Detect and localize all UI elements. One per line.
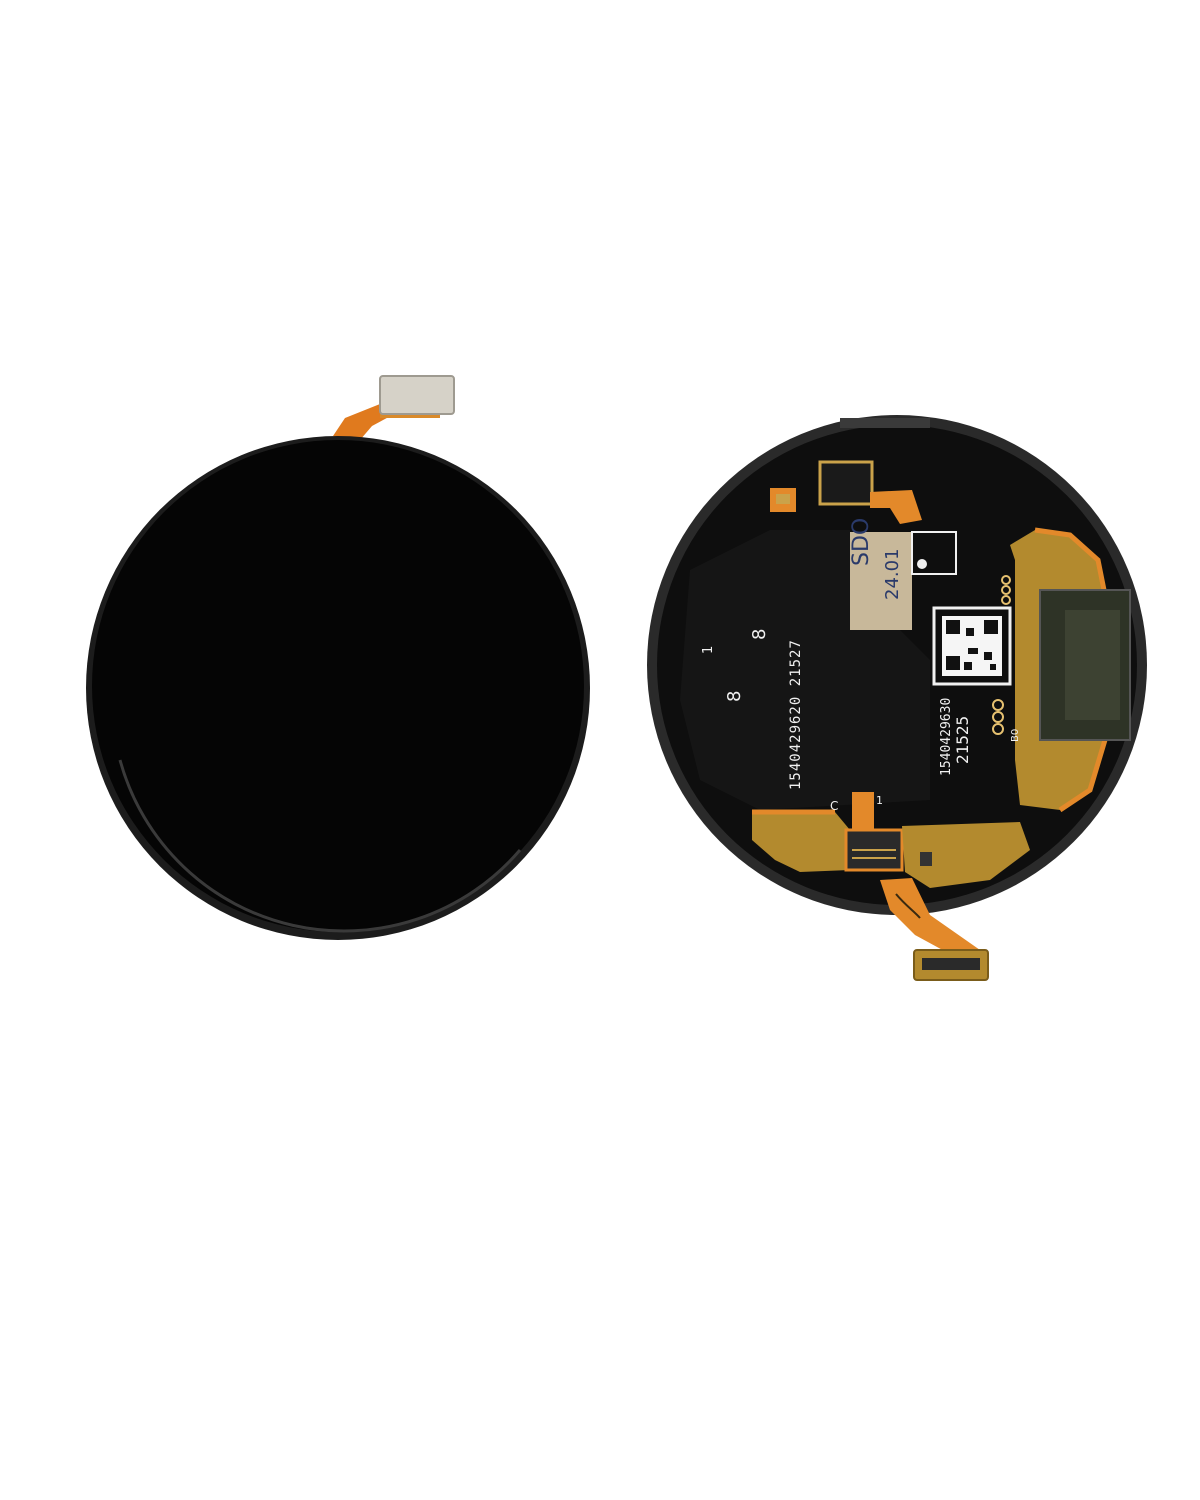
center-connector-pins: [852, 849, 896, 859]
mark-eight-top: 8: [749, 629, 770, 640]
top-left-pad-core: [776, 494, 790, 504]
mark-b0: B0: [1010, 729, 1021, 742]
top-notch: [840, 418, 930, 428]
front-screen-panel: [92, 440, 584, 932]
mark-one-left: 1: [701, 646, 716, 654]
handwriting-line2: 24.01: [882, 548, 903, 600]
front-display-assembly: [86, 375, 590, 940]
bottom-connector-slot: [922, 958, 980, 970]
large-connector-inner: [1065, 610, 1120, 720]
tail-flex-cable: [880, 878, 980, 966]
back-display-assembly: SDO 24.01 1540429620 21527 1540429630 21…: [647, 415, 1147, 981]
center-flex-stub: [852, 792, 874, 832]
lower-left-flex: [752, 812, 850, 872]
serial-right-line2: 21525: [953, 716, 972, 764]
handwriting-line1: SDO: [849, 518, 874, 566]
tail-handwriting-mark: [895, 893, 921, 919]
serial-right-line1: 1540429630: [939, 698, 954, 776]
qr-frame: [932, 606, 1012, 686]
mark-eight-bottom: 8: [724, 691, 745, 702]
graphite-sheet: [680, 530, 930, 810]
marker-square: [911, 531, 957, 575]
mark-c: C: [830, 799, 838, 813]
lower-right-component: [920, 852, 932, 866]
mark-one-bottom: 1: [876, 794, 883, 807]
marker-dot: [917, 559, 927, 569]
front-screen-edge-highlight: [118, 759, 522, 933]
top-sensor-pad: [818, 460, 874, 506]
lower-right-flex: [902, 822, 1030, 888]
front-connector: [379, 375, 455, 415]
pad-chain: [992, 575, 1011, 735]
shield-plate: [850, 532, 912, 630]
serial-left: 1540429620 21527: [788, 639, 804, 790]
top-flex-trace: [870, 490, 922, 524]
qr-pattern: [946, 620, 998, 670]
